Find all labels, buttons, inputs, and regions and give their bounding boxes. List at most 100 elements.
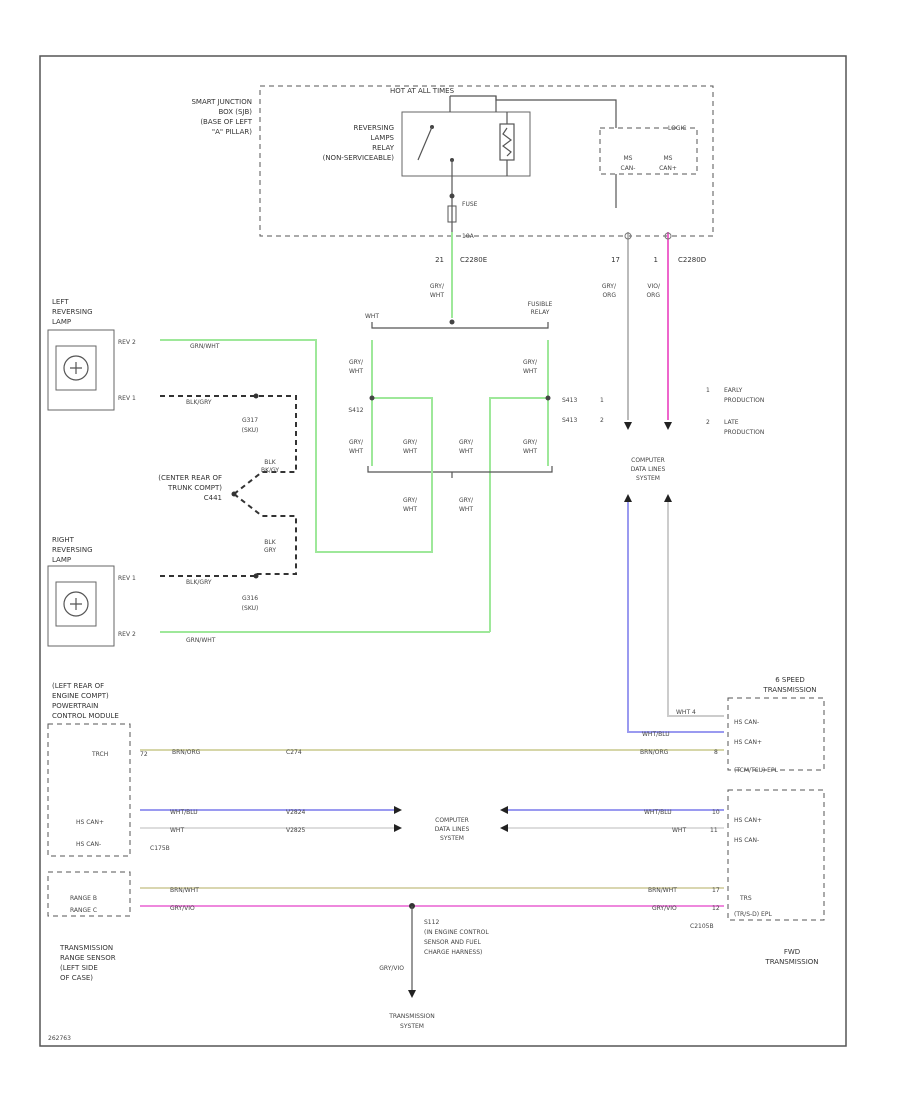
center-w1-a: BLK [264,459,276,466]
legend-n1: 1 [706,387,710,394]
bus-v2824: V2824 [286,809,306,816]
sjb-title-3: (BASE OF LEFT [200,118,252,126]
logic-label: LOGIC [668,125,686,132]
bl-2b: WHT [403,448,417,455]
trans6-pin-wht: WHT 4 [676,709,696,716]
trs-title-2: RANGE SENSOR [60,954,116,962]
production-legend: 1 EARLY PRODUCTION 2 LATE PRODUCTION [706,387,764,436]
trs-title-1: TRANSMISSION [59,944,113,952]
wire-label-vio-org-2: ORG [646,292,660,299]
trans6-wire-wht-blu: WHT/BLU [642,731,670,738]
s112-wire: GRY/VIO [379,965,404,972]
center-ground-c441: (CENTER REAR OF TRUNK COMPT) C441 BLK BK… [158,452,297,575]
left-reversing-lamp: LEFT REVERSING LAMP REV 2 REV 1 GRN/WHT … [47,298,433,553]
legend-t2b: PRODUCTION [724,429,764,436]
powertrain-control-module: (LEFT REAR OF ENGINE COMPT) POWERTRAIN C… [47,682,170,857]
legend-t1a: EARLY [724,387,743,394]
relay-label-2: LAMPS [370,134,394,142]
bus-wht-blu-left: WHT/BLU [170,809,198,816]
cdl-top-3: SYSTEM [636,475,660,482]
g316-label-2: (SKU) [242,605,259,612]
smart-junction-box: SMART JUNCTION BOX (SJB) (BASE OF LEFT "… [191,85,714,240]
cdl-top: COMPUTER DATA LINES SYSTEM [624,422,724,733]
g316-label-1: G316 [242,595,258,602]
trs-title-4: OF CASE) [60,974,93,982]
bl-4a: GRY/ [523,439,538,446]
relay-label-1: REVERSING [353,124,394,132]
pcm-hscan-plus: HS CAN+ [76,819,104,826]
s112-3: SENSOR AND FUEL [424,939,481,946]
bus-pin-10: 10 [712,809,720,816]
cdl-mid-1: COMPUTER [435,817,469,824]
outer-frame [39,55,847,1047]
wire-label-gry-org-1: GRY/ [602,283,617,290]
center-w1-b: BK/GY [261,467,279,474]
option-1-label: 1 [600,397,604,404]
bus-c274: C274 [286,749,302,756]
center-w2-b: GRY [264,547,276,554]
wire-gry-wht-left-drop: GRY/ WHT S412 [348,340,433,466]
center-w2-a: BLK [264,539,276,546]
pcm-hscan-minus: HS CAN- [76,841,101,848]
trans-r-epl: (TR/S-D) EPL [734,911,772,918]
left-lamp-bulb-icon [63,355,89,381]
right-lamp-wire-bottom: GRN/WHT [186,637,216,644]
sjb-title-1: SMART JUNCTION [191,98,252,106]
bus-pin-8: 8 [714,749,718,756]
g317-label-2: (SKU) [242,427,259,434]
s112-4: CHARGE HARNESS) [424,949,482,956]
trans6-trs: (TCM/TCU) EPL [734,767,779,774]
right-lamp-title-1: RIGHT [52,536,75,544]
left-lamp-wire-top: GRN/WHT [190,343,220,350]
trans6-hscan-minus: HS CAN- [734,719,759,726]
pcm-title-4: CONTROL MODULE [52,712,119,720]
cdl-mid-3: SYSTEM [440,835,464,842]
left-lamp-pin-bottom: REV 1 [118,395,136,402]
bus-brn-org-right: BRN/ORG [640,749,669,756]
bl-1b: WHT [349,448,363,455]
s112-1: S112 [424,919,439,926]
left-lamp-title-2: REVERSING [52,308,93,316]
fusible-relay-1: FUSIBLE [528,301,553,308]
bus-gry-vio-left: GRY/VIO [170,905,195,912]
s413-label-2: S413 [562,417,577,424]
right-lamp-bulb-icon [63,591,89,617]
wire-gry-org: GRY/ ORG [602,232,632,420]
bracket-labels: GRY/ WHT GRY/ WHT GRY/ WHT GRY/ WHT GRY/… [349,439,553,513]
fwd-transmission: HS CAN+ HS CAN- TRS (TR/S-D) EPL C2105B … [690,789,825,966]
cdl-top-2: DATA LINES [631,466,666,473]
bl-2a: GRY/ [403,439,418,446]
c2280d-label: C2280D [678,256,706,264]
range-b-label: RANGE B [70,895,97,902]
trans-r-hscan-plus: HS CAN+ [734,817,762,824]
connector-c2280: 21 C2280E 17 1 C2280D [435,256,706,264]
sjb-title-2: BOX (SJB) [218,108,252,116]
trans6-title-2: TRANSMISSION [762,686,816,694]
trans-r-connector: C2105B [690,923,714,930]
bus-wht-blu-right: WHT/BLU [644,809,672,816]
range-c-label: RANGE C [70,907,97,914]
pcm-title-2: ENGINE COMPT) [52,692,109,700]
trans-sys-2: SYSTEM [400,1023,424,1030]
splice-bar: WHT FUSIBLE RELAY [365,301,553,329]
s112-2: (IN ENGINE CONTROL [424,929,489,936]
right-lamp-title-2: REVERSING [52,546,93,554]
can-plus-label: CAN+ [659,165,677,172]
bl-3a: GRY/ [459,439,474,446]
bus-v2825: V2825 [286,827,306,834]
bl-3b: WHT [459,448,473,455]
legend-t1b: PRODUCTION [724,397,764,404]
trans-r-trs: TRS [739,895,752,902]
bus-wht-left: WHT [170,827,184,834]
fuse-label: FUSE [462,201,478,208]
bl-5b: WHT [403,506,417,513]
right-lamp-pin-bottom: REV 2 [118,631,136,638]
c2280-pin-17: 17 [611,256,620,264]
fuse-rating: 10A [462,233,475,240]
wire-gry-wht-right-drop: GRY/ WHT S413 1 2 S413 [489,340,604,632]
pcm-title-1: (LEFT REAR OF [52,682,104,690]
legend-t2a: LATE [724,419,739,426]
trans6-title-1: 6 SPEED [775,676,805,684]
relay-label-3: RELAY [372,144,395,152]
